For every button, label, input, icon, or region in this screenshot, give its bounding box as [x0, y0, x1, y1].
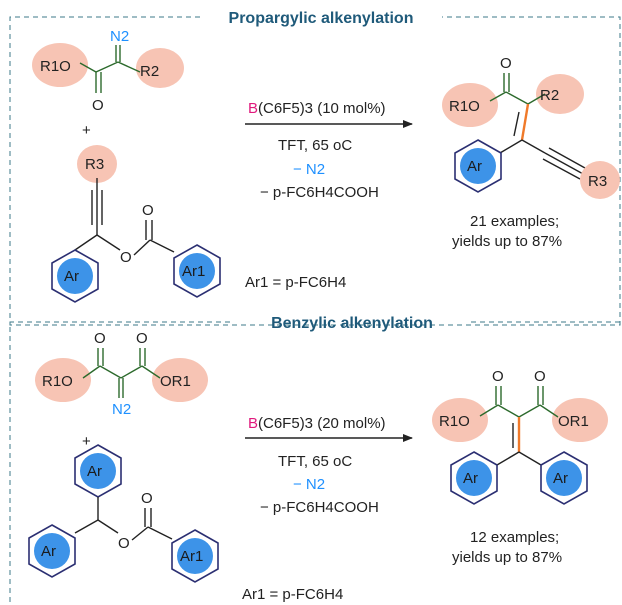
panel2-product: R1O O O OR1 Ar Ar: [432, 368, 608, 505]
panel1-diazo-reactant: R1O O N2 R2: [32, 28, 184, 114]
panel2-solvent-temp: TFT, 65 oC: [278, 453, 352, 470]
panel1-solvent-temp: TFT, 65 oC: [278, 137, 352, 154]
panel2-minus-n2: − N2: [293, 476, 325, 493]
carbonyl-o2-label: O: [142, 202, 154, 219]
p2-catalyst-rest: (C6F5)3 (20 mol%): [258, 415, 386, 432]
p2-ar-left-ring: [450, 451, 498, 505]
r3-label: R3: [85, 156, 104, 173]
p2-product-o1: O: [492, 368, 504, 385]
ar-top-label: Ar: [87, 463, 102, 480]
ester-label: R1O: [40, 58, 71, 75]
p1-r1-highlight: [442, 83, 498, 127]
panel2-frame: [9, 321, 620, 605]
p1-r2-highlight: [536, 74, 584, 114]
p2-ester-left-label: R1O: [439, 413, 470, 430]
ester-right-label: OR1: [160, 373, 191, 390]
ester-o-label: O: [120, 249, 132, 266]
ar-left-ring: [28, 524, 76, 578]
panel1-plus: +: [82, 122, 91, 139]
p2-ar-left-label: Ar: [463, 470, 478, 487]
panel2-title: Benzylic alkenylation: [271, 315, 433, 332]
panel1-product: R1O O R2 Ar R3: [442, 55, 620, 199]
panel1-propargyl-reactant: R3 O O Ar Ar1: [51, 145, 221, 303]
ar1-ring: [173, 244, 221, 298]
panel2-plus: +: [82, 433, 91, 450]
panel2-yields: yields up to 87%: [452, 549, 562, 566]
panel1-note: Ar1 = p-FC6H4: [245, 274, 346, 291]
panel1-examples: 21 examples;: [470, 213, 559, 230]
panel1-yields: yields up to 87%: [452, 233, 562, 250]
panel2-minus-acid: − p-FC6H4COOH: [260, 499, 379, 516]
r2-highlight: [136, 48, 184, 88]
p2-product-o2: O: [534, 368, 546, 385]
boron-label: B: [248, 100, 258, 117]
p2-r1-right-highlight: [552, 398, 608, 442]
ar-left-label: Ar: [41, 543, 56, 560]
panel1-title: Propargylic alkenylation: [229, 10, 414, 27]
carbonyl-o-label: O: [92, 97, 104, 114]
panel2-catalyst: B(C6F5)3 (20 mol%): [248, 415, 386, 432]
panel2-examples: 12 examples;: [470, 529, 559, 546]
p1-ester-label: R1O: [449, 98, 480, 115]
p1-ar-ring: [454, 139, 502, 193]
catalyst-rest: (C6F5)3 (10 mol%): [258, 100, 386, 117]
r1-right-highlight: [152, 358, 208, 402]
diazo-o2-label: O: [136, 330, 148, 347]
p1-carbonyl-o: O: [500, 55, 512, 72]
diazo-o1-label: O: [94, 330, 106, 347]
panel2-note: Ar1 = p-FC6H4: [242, 586, 343, 603]
n2-label: N2: [110, 28, 129, 45]
ar1-label: Ar1: [182, 263, 205, 280]
p2-ar1-label: Ar1: [180, 548, 203, 565]
panel1-frame: [9, 16, 621, 326]
r1-highlight: [32, 43, 88, 87]
panel1-minus-n2: − N2: [293, 161, 325, 178]
panel1-minus-acid: − p-FC6H4COOH: [260, 184, 379, 201]
r3-highlight: [77, 145, 117, 183]
p1-r3-label: R3: [588, 173, 607, 190]
p1-r3-highlight: [580, 161, 620, 199]
p2-carbonyl-o-label: O: [141, 490, 153, 507]
p1-r2-label: R2: [540, 87, 559, 104]
panel2-benzhydryl-reactant: Ar Ar O O Ar1: [28, 444, 219, 583]
p2-ar-right-label: Ar: [553, 470, 568, 487]
r1-left-highlight: [35, 358, 91, 402]
p2-ester-o-label: O: [118, 535, 130, 552]
p2-ar-right-ring: [540, 451, 588, 505]
diazo-n2-label: N2: [112, 401, 131, 418]
p2-ester-right-label: OR1: [558, 413, 589, 430]
p2-r1-left-highlight: [432, 398, 488, 442]
ar-label: Ar: [64, 268, 79, 285]
ar-ring: [51, 249, 99, 303]
p2-boron-label: B: [248, 415, 258, 432]
panel1-catalyst: B(C6F5)3 (10 mol%): [248, 100, 386, 117]
p1-ar-label: Ar: [467, 158, 482, 175]
p2-ar1-ring: [171, 529, 219, 583]
r2-label: R2: [140, 63, 159, 80]
ester-left-label: R1O: [42, 373, 73, 390]
panel2-diazo-reactant: R1O O O OR1 N2: [35, 330, 208, 418]
